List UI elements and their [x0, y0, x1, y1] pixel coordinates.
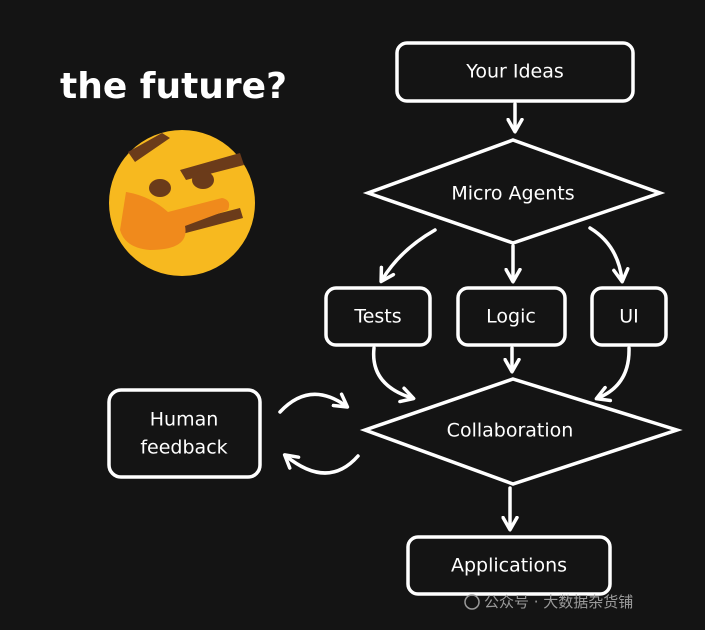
page-title: the future?: [60, 66, 287, 107]
edge-agents-to-ui: [588, 226, 630, 284]
node-collaboration: [359, 377, 683, 486]
node-your-ideas-label: Your Ideas: [465, 61, 564, 83]
watermark: 公众号 · 大数据杂货铺: [464, 593, 633, 611]
node-collaboration-label: Collaboration: [447, 420, 574, 442]
emoji-right-eye: [192, 171, 214, 189]
node-applications: [406, 535, 612, 596]
node-ui: [590, 286, 668, 347]
emoji-left-eye: [149, 179, 171, 197]
node-applications-label: Applications: [451, 555, 567, 577]
wechat-icon: [464, 594, 480, 610]
node-ui-label: UI: [619, 306, 639, 328]
node-your-ideas: [395, 41, 635, 103]
emoji-hand: [120, 192, 230, 250]
watermark-text: 公众号 · 大数据杂货铺: [484, 593, 633, 611]
emoji-left-brow: [128, 133, 170, 162]
edge-tests-to-collaboration: [371, 346, 416, 404]
edge-feedback-to-collaboration: [278, 392, 350, 414]
node-logic: [456, 286, 567, 347]
thinking-face-emoji: [109, 130, 255, 276]
edge-collaboration-to-feedback: [282, 453, 360, 475]
node-micro-agents: [362, 138, 666, 245]
node-micro-agents-label: Micro Agents: [451, 183, 574, 205]
node-human-feedback-label-line2: feedback: [140, 437, 227, 459]
node-human-feedback: [107, 388, 262, 479]
node-tests-label: Tests: [353, 306, 401, 328]
node-human-feedback-label-line1: Human: [150, 409, 219, 431]
emoji-mouth: [178, 208, 243, 234]
edge-ui-to-collaboration: [594, 346, 631, 403]
node-tests: [324, 286, 432, 347]
edge-agents-to-tests: [379, 228, 437, 284]
node-logic-label: Logic: [486, 306, 536, 328]
